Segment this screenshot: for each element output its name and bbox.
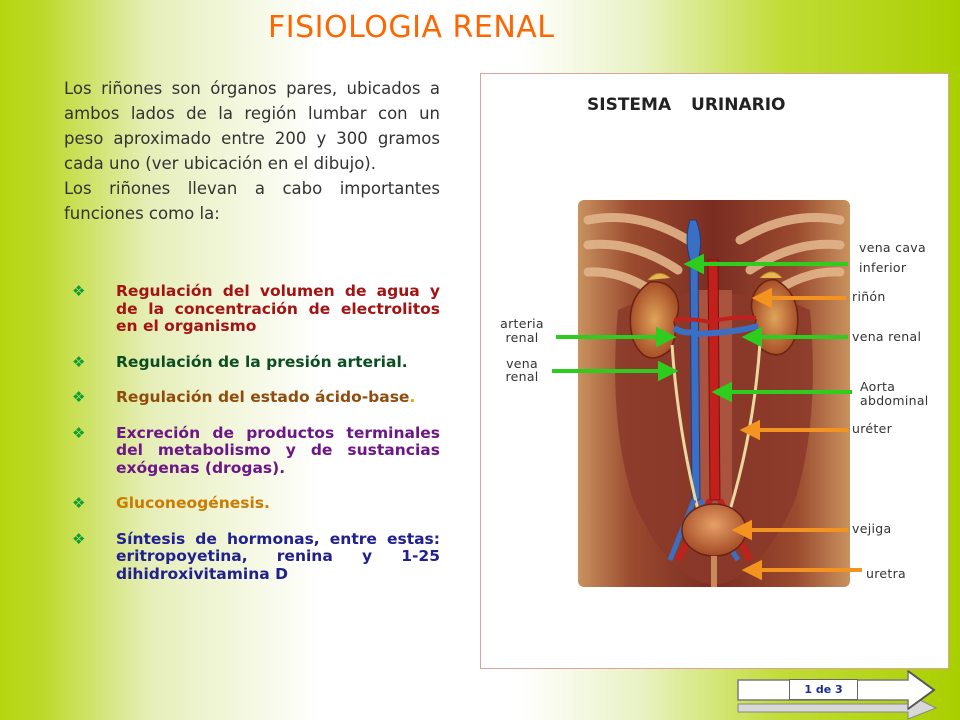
diamond-bullet-icon: ❖ xyxy=(72,352,86,371)
label-arteria: arteria xyxy=(500,316,544,331)
label-ureter: uréter xyxy=(852,421,893,436)
intro-text: Los riñones son órganos pares, ubicados … xyxy=(64,76,440,226)
label-renal-vena: renal xyxy=(505,369,539,384)
item-text: de hormonas, entre estas: eritropoyetina… xyxy=(116,529,440,583)
item-tail: . xyxy=(409,388,416,406)
diamond-bullet-icon: ❖ xyxy=(72,423,86,442)
label-uretra: uretra xyxy=(866,566,906,581)
functions-list: ❖ Regulación del volumen de agua y de la… xyxy=(72,282,440,601)
diamond-bullet-icon: ❖ xyxy=(72,529,86,548)
label-inferior: inferior xyxy=(859,260,907,275)
list-item: ❖ Regulación del estado ácido-base. xyxy=(72,388,440,407)
item-first-word: Excreción xyxy=(116,423,201,442)
item-text: de la presión arterial. xyxy=(217,352,408,371)
intro-paragraph-2: Los riñones llevan a cabo importantes fu… xyxy=(64,179,440,223)
list-item: ❖ Síntesis de hormonas, entre estas: eri… xyxy=(72,529,440,584)
label-rinon: riñón xyxy=(852,289,886,304)
list-item: ❖ Excreción de productos terminales del … xyxy=(72,423,440,478)
list-item: ❖ Regulación del volumen de agua y de la… xyxy=(72,282,440,336)
item-text: del volumen de agua y de la concentració… xyxy=(116,282,440,335)
label-vena-renal-right: vena renal xyxy=(852,329,922,344)
label-renal-arteria: renal xyxy=(505,330,539,345)
item-text: del estado ácido-base xyxy=(217,388,410,406)
label-aorta: Aorta xyxy=(860,379,896,394)
item-first-word: Síntesis xyxy=(116,529,186,548)
item-first-word: Regulación xyxy=(116,282,213,300)
label-vejiga: vejiga xyxy=(852,521,892,536)
item-first-word: Regulación xyxy=(116,352,213,371)
page-title: FISIOLOGIA RENAL xyxy=(268,10,555,45)
label-abdominal: abdominal xyxy=(860,393,929,408)
item-first-word: Gluconeogénesis. xyxy=(116,494,270,512)
diamond-bullet-icon: ❖ xyxy=(72,494,86,512)
diamond-bullet-icon: ❖ xyxy=(72,282,86,300)
label-vena: vena xyxy=(506,356,538,371)
item-first-word: Regulación xyxy=(116,388,213,406)
list-item: ❖ Gluconeogénesis. xyxy=(72,494,440,513)
page-indicator: 1 de 3 xyxy=(789,679,858,700)
item-text: de productos terminales del metabolismo … xyxy=(116,423,440,477)
intro-paragraph-1: Los riñones son órganos pares, ubicados … xyxy=(64,79,440,173)
list-item: ❖ Regulación de la presión arterial. xyxy=(72,352,440,372)
diagram-title: SISTEMA URINARIO xyxy=(587,95,786,115)
diamond-bullet-icon: ❖ xyxy=(72,388,86,406)
label-vena-cava: vena cava xyxy=(859,240,926,255)
